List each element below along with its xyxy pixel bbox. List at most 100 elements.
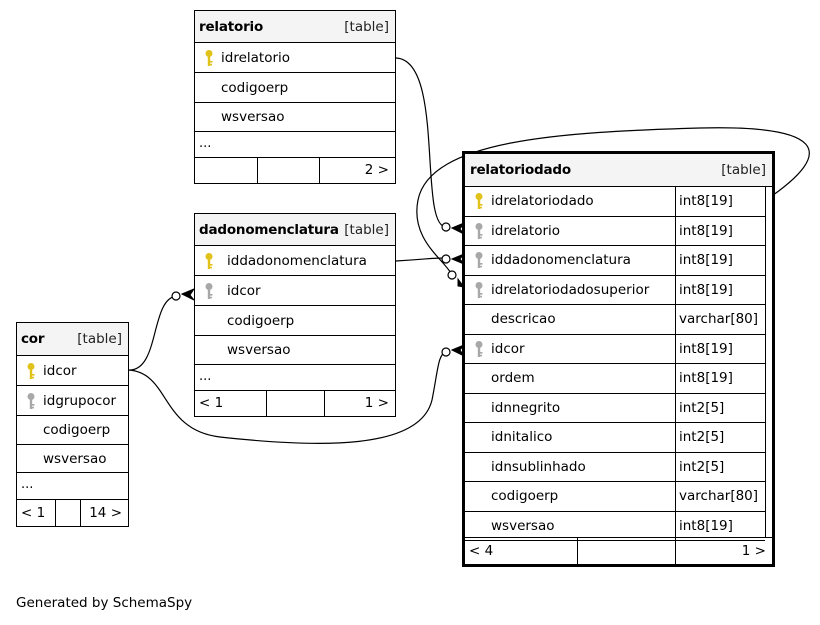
footer-left [195, 157, 257, 183]
edge-end-circle [447, 270, 457, 280]
table-relatorio[interactable]: relatorio [table] idrelatorio codigoerp … [194, 10, 396, 184]
column-type: int2[5] [679, 399, 725, 416]
column-name: wsversao [491, 517, 555, 534]
footer-right[interactable]: 1 > [324, 390, 395, 416]
column-divider [675, 305, 676, 335]
edge-crowfoot [450, 344, 466, 358]
edge-cor-to-relatoriodado [127, 351, 447, 444]
column-name: codigoerp [491, 488, 559, 505]
column-name: idrelatorio [491, 222, 561, 239]
table-name: relatoriodado [470, 162, 571, 178]
column-row[interactable]: wsversao [17, 445, 128, 473]
primary-key-icon [205, 252, 213, 269]
footer-right[interactable]: 14 > [80, 500, 128, 526]
column-divider [675, 452, 676, 482]
column-name: codigoerp [43, 422, 111, 438]
column-divider [675, 511, 676, 541]
edge-crowfoot [450, 253, 465, 265]
column-row[interactable]: idgrupocor [17, 386, 128, 416]
ellipsis-row: ... [195, 132, 395, 158]
table-name: relatorio [199, 18, 264, 35]
table-header: relatoriodado [table] [465, 154, 772, 187]
footer-left[interactable]: < 1 [199, 395, 224, 411]
edge-end-circle [441, 254, 451, 264]
table-dadonomenclatura[interactable]: dadonomenclatura [table] iddadonomenclat… [194, 213, 396, 417]
table-kind: [table] [721, 162, 766, 178]
column-divider [675, 393, 676, 423]
column-type: int8[19] [679, 252, 733, 269]
more-columns-ellipsis: ... [21, 477, 34, 492]
column-row[interactable]: codigoerp [195, 73, 395, 103]
column-row[interactable]: wsversao int8[19] [465, 511, 765, 541]
column-row[interactable]: iddadonomenclatura [195, 246, 395, 276]
column-row[interactable]: idcor [195, 276, 395, 306]
column-row[interactable]: codigoerp [195, 306, 395, 336]
column-name: idnitalico [491, 429, 553, 446]
column-divider [675, 216, 676, 246]
column-name: wsversao [227, 342, 291, 358]
column-divider [675, 275, 676, 305]
column-name: ordem [491, 370, 535, 387]
table-kind: [table] [77, 331, 122, 347]
column-row[interactable]: wsversao [195, 336, 395, 365]
column-row[interactable]: idrelatorio [195, 43, 395, 73]
foreign-key-icon [475, 340, 483, 357]
footer-left[interactable]: < 1 [21, 505, 46, 521]
table-footer: < 1 1 > [195, 390, 395, 416]
table-header: dadonomenclatura [table] [195, 214, 395, 246]
footer-middle [55, 500, 81, 526]
column-type: int8[19] [679, 193, 733, 210]
footer-right: 2 > [319, 157, 395, 183]
more-columns-ellipsis: ... [199, 369, 212, 384]
column-row[interactable]: idcor [17, 356, 128, 386]
column-type: int8[19] [679, 517, 733, 534]
column-name: wsversao [43, 450, 107, 467]
column-divider [675, 482, 676, 512]
table-cor[interactable]: cor [table] idcor idgrupocor codigoerp w… [16, 322, 129, 527]
foreign-key-icon [27, 392, 35, 409]
column-type: int8[19] [679, 370, 733, 387]
edge-end-circle [171, 291, 181, 301]
edge-end-circle [441, 222, 451, 232]
foreign-key-icon [475, 281, 483, 298]
edge-crowfoot [180, 287, 196, 301]
column-row[interactable]: wsversao [195, 103, 395, 132]
column-name: codigoerp [227, 312, 295, 329]
edge-relatoriodado-self [416, 127, 810, 276]
column-name: idrelatoriodadosuperior [491, 281, 650, 298]
vertical-scrollbar[interactable] [765, 187, 772, 538]
column-divider [675, 187, 676, 217]
edge-relatorio-to-relatoriodado [395, 57, 447, 228]
edge-crowfoot [450, 221, 466, 235]
table-kind: [table] [344, 221, 389, 238]
table-footer: < 4 1 > [465, 537, 772, 564]
column-divider [675, 423, 676, 453]
footer-left[interactable]: < 4 [469, 543, 494, 559]
table-footer: < 1 14 > [17, 500, 128, 526]
column-row[interactable]: ordem int8[19] [465, 364, 765, 394]
column-name: codigoerp [221, 79, 289, 96]
foreign-key-icon [475, 252, 483, 269]
column-type: int8[19] [679, 340, 733, 357]
column-row[interactable]: codigoerp [17, 416, 128, 445]
table-kind: [table] [344, 18, 389, 35]
table-footer: 2 > [195, 157, 395, 183]
footer-right[interactable]: 1 > [675, 538, 772, 564]
footer-middle [577, 538, 676, 564]
table-name: dadonomenclatura [199, 221, 339, 238]
table-header: cor [table] [17, 323, 128, 356]
footer-middle [266, 390, 325, 416]
